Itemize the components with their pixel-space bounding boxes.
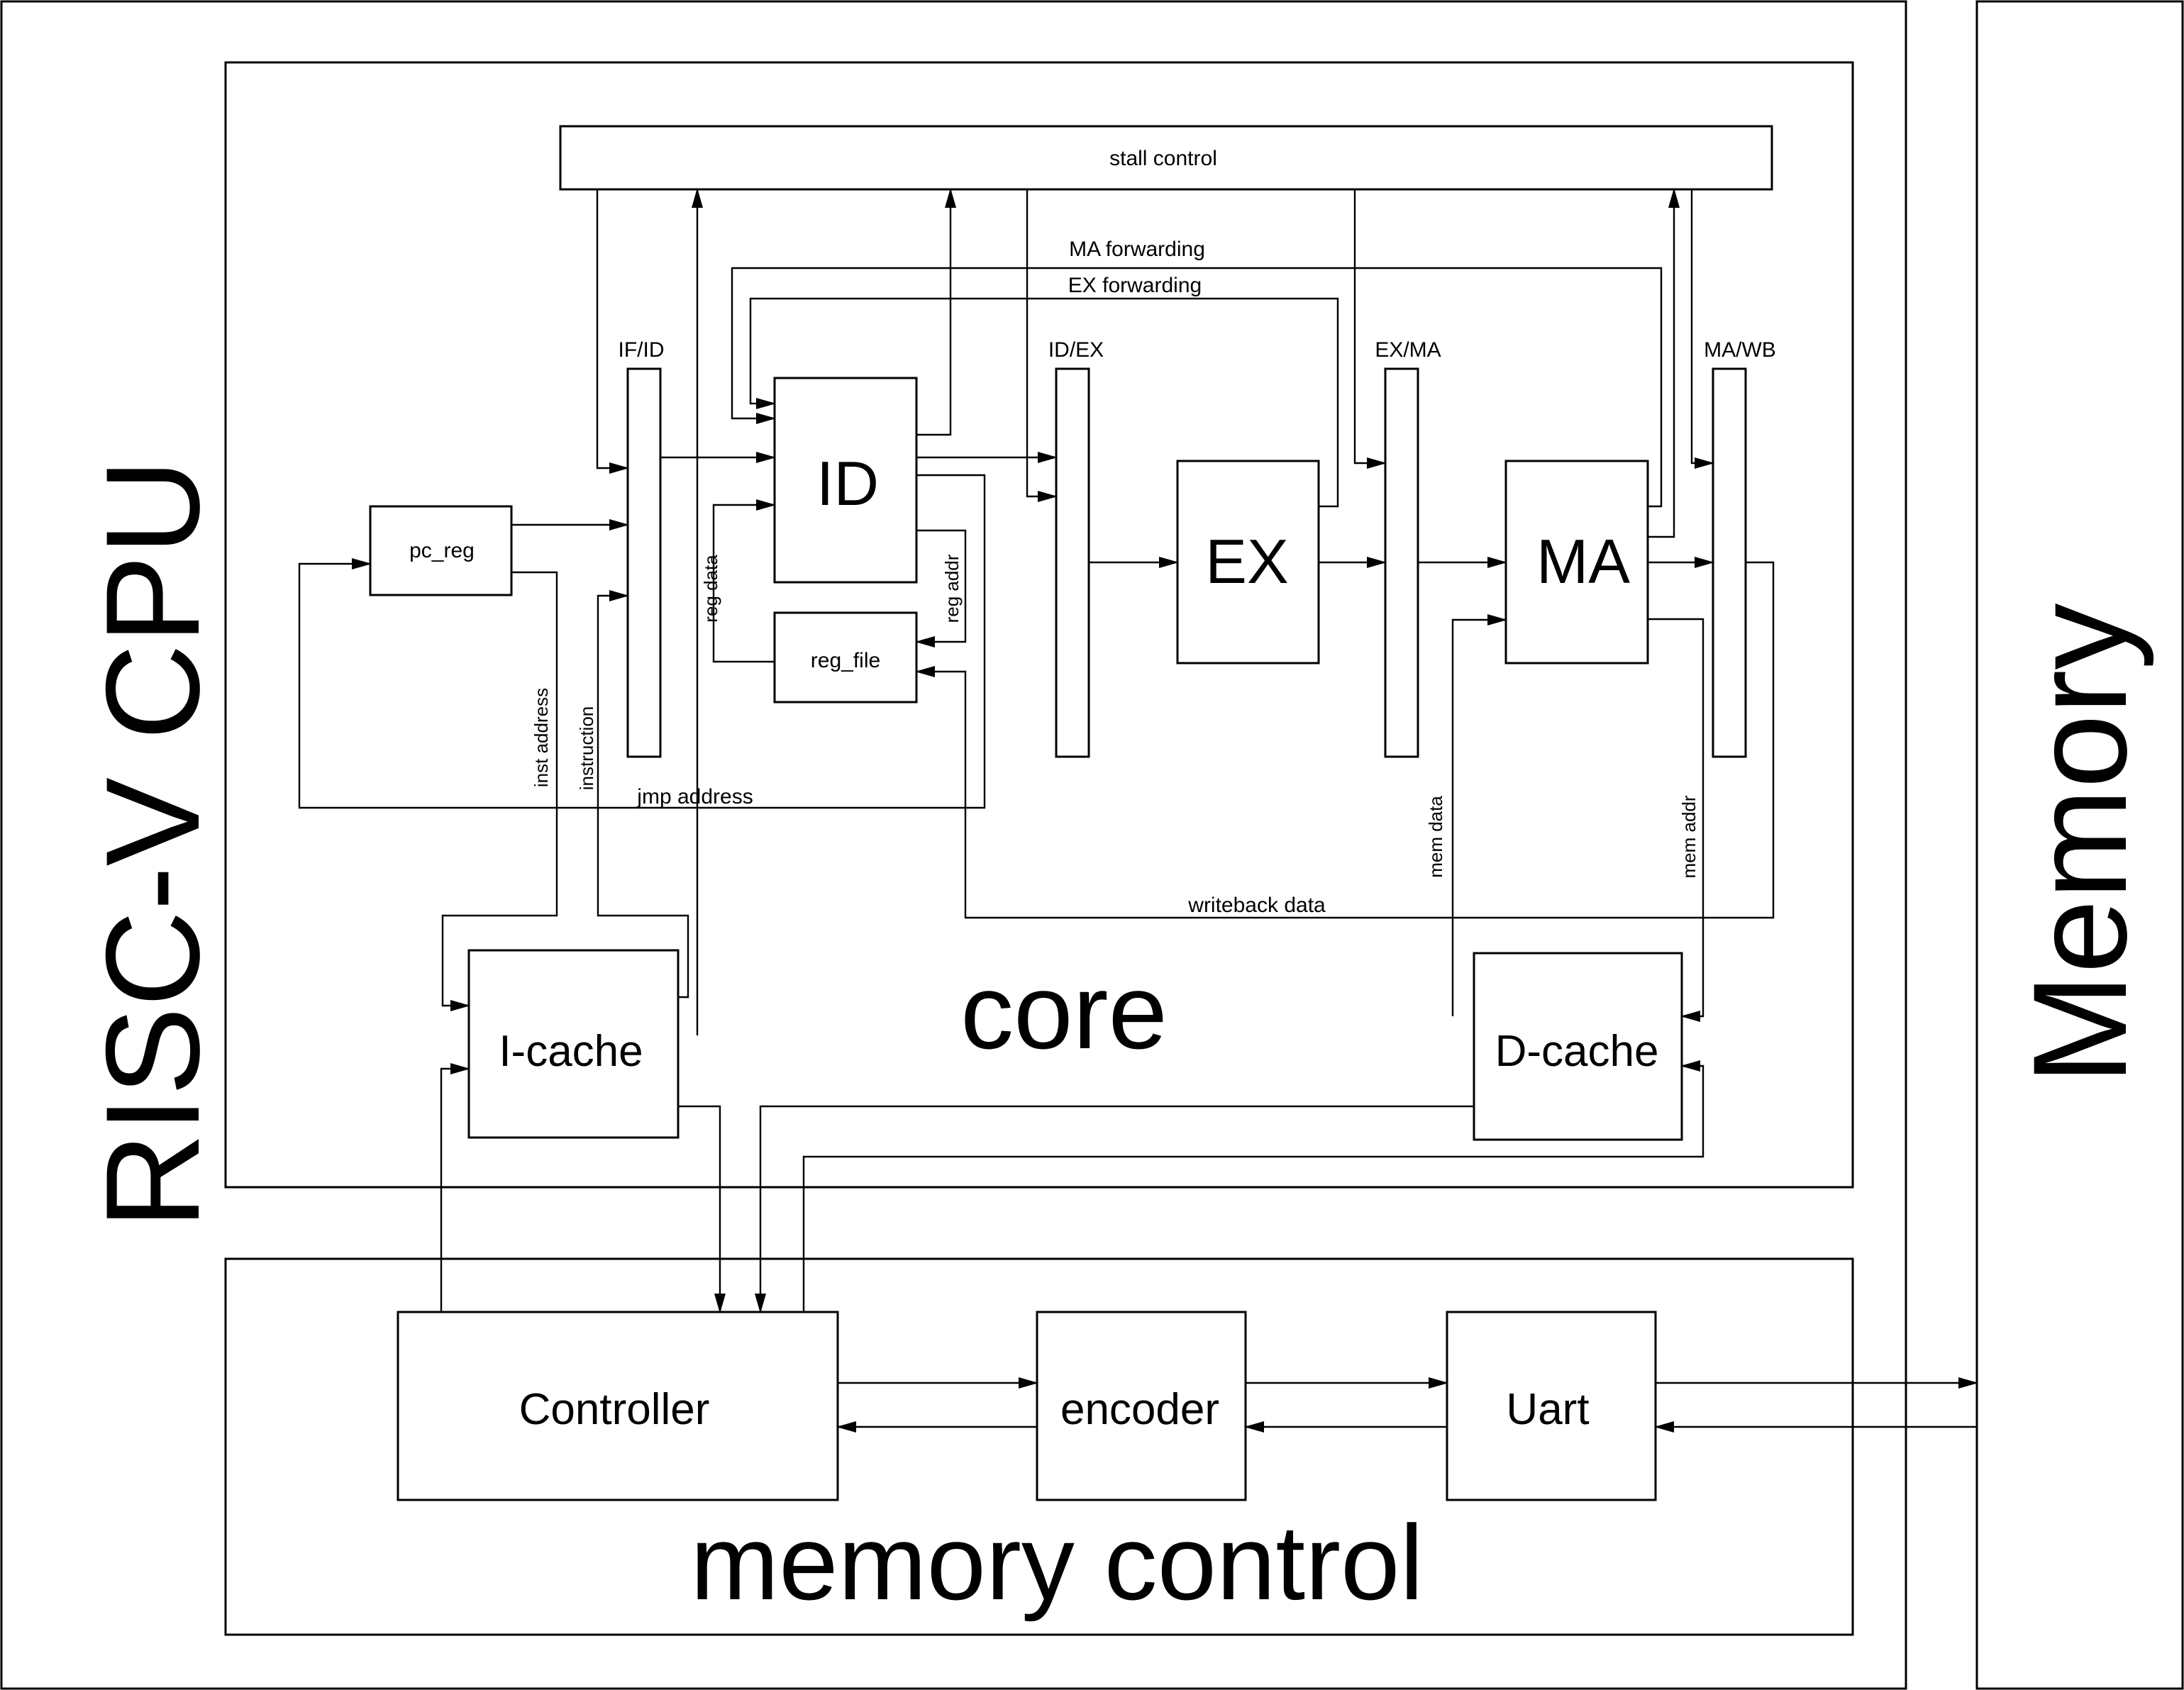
memory-title: Memory: [2005, 604, 2154, 1085]
cpu-frame: [0, 0, 1907, 1690]
writeback-data-wire: [915, 561, 1775, 919]
id-ex-label: ID/EX: [1048, 338, 1104, 362]
if-id-label: IF/ID: [619, 338, 665, 362]
reg-file-label: reg_file: [811, 649, 880, 672]
controller-label: Controller: [519, 1385, 710, 1434]
memory-frame: [1975, 0, 2184, 1690]
wires: MA forwarding EX forwarding reg data reg…: [298, 188, 1978, 1433]
encoder-box: [1036, 1311, 1247, 1501]
id-ex-register: [1055, 367, 1090, 758]
dcache-to-controller-wire: [755, 1105, 1474, 1313]
stall-control-label: stall control: [1109, 147, 1217, 170]
ex-forwarding-wire: [749, 297, 1339, 508]
ex-ma-register: [1384, 367, 1419, 758]
mem-addr-wire: [1648, 618, 1704, 1022]
d-cache-box: [1473, 952, 1683, 1141]
icache-to-controller-wire: [678, 1105, 726, 1313]
memory-control-title: memory control: [690, 1503, 1424, 1622]
inst-address-label: inst address: [531, 688, 552, 787]
uart-label: Uart: [1506, 1385, 1589, 1434]
uart-box: [1446, 1311, 1657, 1501]
instruction-label: instruction: [576, 706, 597, 791]
stall-to-if-id-wire: [596, 189, 629, 474]
reg-addr-wire: [915, 529, 967, 647]
ex-ma-label: EX/MA: [1375, 338, 1441, 362]
id-stage-box: [773, 377, 918, 584]
jmp-address-wire: [298, 474, 986, 809]
core-frame: [224, 61, 1854, 1189]
encoder-label: encoder: [1060, 1385, 1219, 1434]
stall-to-id-ex-wire: [1026, 189, 1058, 502]
i-cache-label: I-cache: [499, 1027, 643, 1076]
stall-to-ex-ma-wire: [1353, 189, 1387, 469]
reg-file-box: [773, 611, 918, 704]
id-to-stall-wire: [916, 188, 956, 436]
mem-data-wire: [1451, 614, 1507, 1016]
memory-control-frame: [224, 1257, 1854, 1636]
ma-stage-label: MA: [1536, 526, 1630, 596]
stall-to-ma-wb-wire: [1690, 189, 1714, 469]
ma-to-stall-wire: [1648, 188, 1680, 538]
ex-forwarding-label: EX forwarding: [1068, 274, 1202, 297]
controller-to-icache-wire: [440, 1063, 470, 1312]
ex-stage-label: EX: [1205, 526, 1288, 596]
ma-wb-label: MA/WB: [1704, 338, 1776, 362]
d-cache-label: D-cache: [1495, 1027, 1659, 1076]
inst-address-wire: [441, 571, 558, 1011]
jmp-address-label: jmp address: [636, 785, 753, 808]
controller-box: [397, 1311, 839, 1501]
stall-control-box: [559, 125, 1773, 191]
reg-data-label: reg data: [700, 555, 721, 623]
mem-data-label: mem data: [1425, 796, 1446, 878]
ma-forwarding-label: MA forwarding: [1069, 238, 1205, 261]
ma-forwarding-wire: [731, 267, 1663, 508]
core-title: core: [960, 952, 1168, 1071]
reg-data-wire: [712, 499, 776, 663]
if-id-register: [626, 367, 662, 758]
controller-to-dcache-wire: [802, 1060, 1704, 1312]
writeback-data-label: writeback data: [1187, 894, 1326, 917]
id-stage-label: ID: [816, 448, 879, 518]
ma-wb-register: [1712, 367, 1747, 758]
reg-addr-label: reg addr: [941, 554, 963, 623]
instruction-wire: [597, 590, 689, 999]
pc-reg-label: pc_reg: [409, 539, 475, 562]
i-cache-box: [467, 949, 680, 1139]
mem-addr-label: mem addr: [1678, 795, 1700, 878]
cpu-title: RISC-V CPU: [78, 459, 227, 1229]
pc-reg-box: [369, 505, 513, 596]
